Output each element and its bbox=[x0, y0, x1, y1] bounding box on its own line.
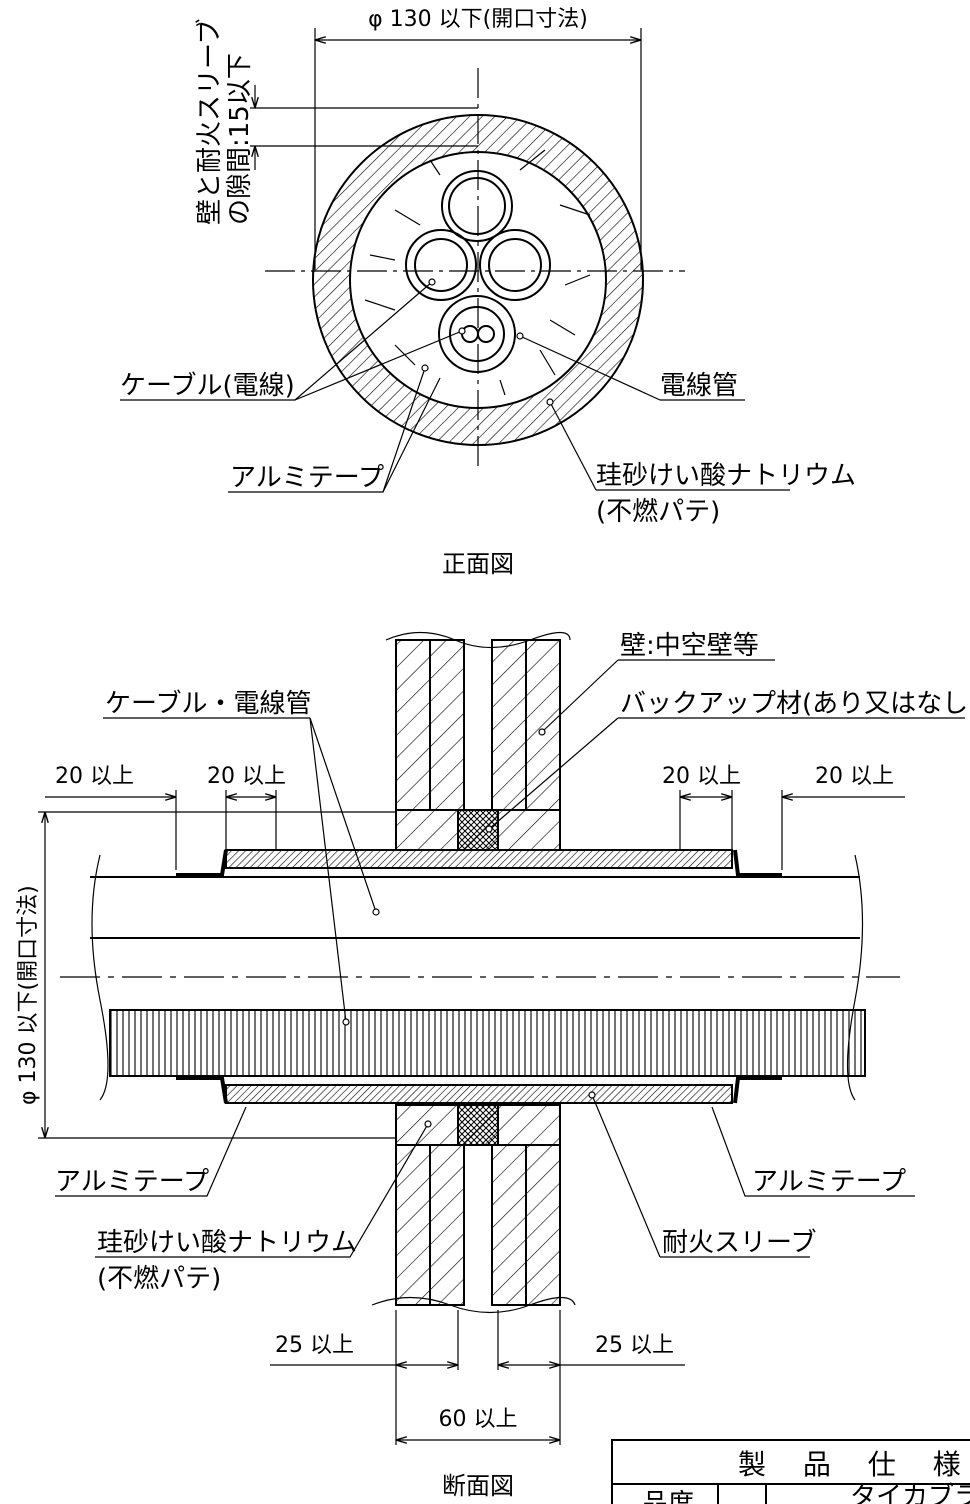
wall-upper bbox=[385, 631, 571, 851]
dim-25-left: 25 以上 bbox=[275, 1333, 354, 1358]
front-gap-label-line2: の隙間:15以下 bbox=[225, 53, 255, 225]
title-block bbox=[611, 1439, 970, 1504]
front-label-putty-1: 珪砂けい酸ナトリウム bbox=[596, 461, 856, 491]
dim-20-a: 20 以上 bbox=[55, 764, 134, 789]
dim-20-b: 20 以上 bbox=[207, 764, 286, 789]
conduit-top bbox=[441, 170, 513, 242]
conduit-bottom bbox=[438, 295, 516, 373]
front-gap-label-line1: 壁と耐火スリーブ bbox=[195, 19, 225, 225]
dim-20-d: 20 以上 bbox=[815, 764, 894, 789]
conduit-right bbox=[479, 229, 551, 301]
dim-60: 60 以上 bbox=[439, 1407, 518, 1432]
dim-20-c: 20 以上 bbox=[662, 764, 741, 789]
front-leaders bbox=[120, 281, 790, 493]
bottom-dimensions bbox=[270, 1310, 685, 1445]
sleeve-ring bbox=[311, 114, 645, 446]
dim-25-right: 25 以上 bbox=[595, 1333, 674, 1358]
sleeve-lower bbox=[225, 1084, 733, 1104]
front-dim-opening: φ 130 以下(開口寸法) bbox=[368, 7, 588, 32]
putty-marks bbox=[364, 149, 591, 396]
front-label-tape: アルミテープ bbox=[230, 463, 384, 493]
section-label-sleeve: 耐火スリーブ bbox=[662, 1228, 816, 1258]
section-label-putty-2: (不燃パテ) bbox=[97, 1264, 221, 1294]
front-label-cable: ケーブル(電線) bbox=[120, 371, 295, 401]
section-label-tape-right: アルミテープ bbox=[752, 1167, 906, 1197]
section-label-wall: 壁:中空壁等 bbox=[620, 631, 759, 661]
front-caption: 正面図 bbox=[442, 550, 514, 578]
vertical-dimension bbox=[38, 811, 396, 1139]
section-label-putty-1: 珪砂けい酸ナトリウム bbox=[97, 1228, 357, 1258]
section-label-tape-left: アルミテープ bbox=[55, 1167, 209, 1197]
title-block-heading: 製 品 仕 様 bbox=[738, 1448, 970, 1481]
title-block-row-label: 品度 bbox=[642, 1489, 694, 1504]
top-dimensions bbox=[45, 790, 905, 870]
dim-opening-vertical: φ 130 以下(開口寸法) bbox=[16, 885, 41, 1105]
conduit-left bbox=[405, 229, 477, 301]
title-block-value: タイカブラ bbox=[850, 1482, 970, 1504]
cable-band bbox=[109, 1009, 866, 1077]
front-label-putty-2: (不燃パテ) bbox=[596, 497, 720, 527]
front-label-conduit: 電線管 bbox=[660, 371, 738, 401]
section-view bbox=[38, 631, 965, 1445]
sleeve-upper bbox=[225, 849, 733, 869]
section-leaders bbox=[55, 659, 965, 1258]
section-caption: 断面図 bbox=[442, 1472, 514, 1500]
section-label-cable-conduit: ケーブル・電線管 bbox=[105, 689, 311, 719]
section-label-backup: バックアップ材(あり又はなし) bbox=[620, 689, 970, 719]
wall-lower bbox=[371, 1104, 576, 1314]
front-view bbox=[120, 28, 790, 493]
